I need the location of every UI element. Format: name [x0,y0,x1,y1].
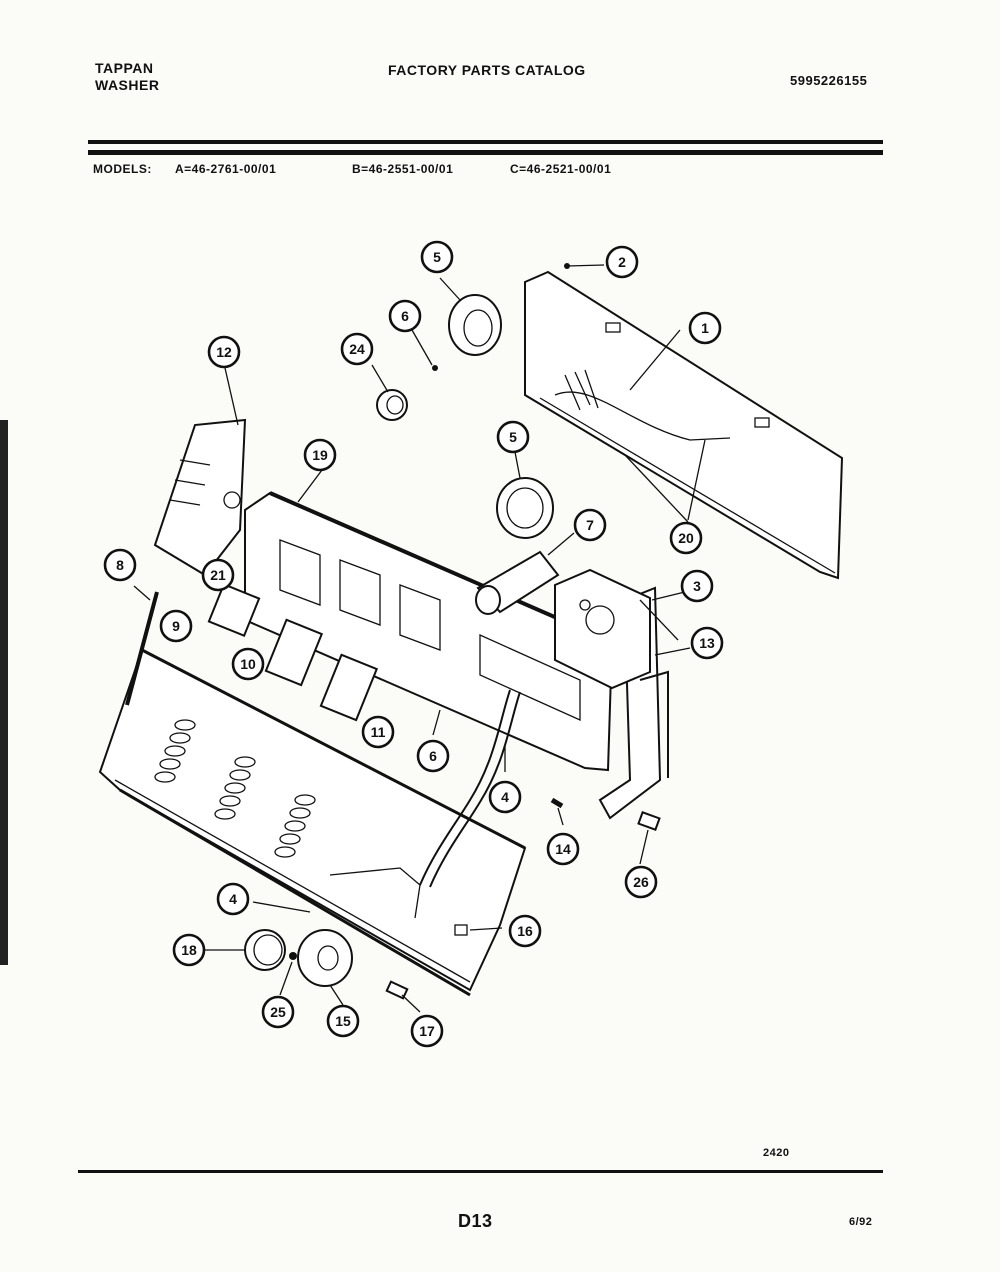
svg-text:17: 17 [419,1023,435,1039]
hose-4 [419,689,521,888]
callout-19: 19 [303,438,337,472]
header-rule-thin [88,140,883,144]
small-parts [385,797,661,1000]
callout-4-right: 4 [488,780,522,814]
lid-switch-bracket [153,418,247,577]
svg-text:14: 14 [555,841,571,857]
callout-9: 9 [159,609,193,643]
leader-lines [133,264,706,1013]
timer [554,568,651,690]
rotary-switches [207,583,379,722]
callout-15: 15 [326,1004,360,1038]
callout-20: 20 [669,521,703,555]
svg-text:2: 2 [618,254,626,270]
catalog-title: FACTORY PARTS CATALOG [388,62,586,78]
callout-4-left: 4 [216,882,250,916]
svg-text:25: 25 [270,1004,286,1020]
svg-text:6: 6 [401,308,409,324]
svg-text:5: 5 [433,249,441,265]
svg-text:8: 8 [116,557,124,573]
callout-25: 25 [261,995,295,1029]
svg-text:26: 26 [633,874,649,890]
callout-6-upper: 6 [388,299,422,333]
svg-text:11: 11 [371,724,386,740]
callout-5-upper: 5 [420,240,454,274]
selector-ring [496,477,554,539]
svg-text:21: 21 [210,567,226,583]
callout-8: 8 [103,548,137,582]
model-c: C=46-2521-00/01 [510,162,612,176]
svg-text:15: 15 [335,1013,351,1029]
svg-text:4: 4 [229,891,237,907]
screw-8 [125,591,159,706]
footer-rule [78,1170,883,1173]
brand-name: TAPPAN [95,60,154,76]
svg-text:12: 12 [216,344,232,360]
header-rule-thick [88,150,883,155]
back-panel [524,263,844,580]
front-console [98,648,527,997]
callout-3: 3 [680,569,714,603]
callout-17: 17 [410,1014,444,1048]
svg-text:10: 10 [240,656,256,672]
scan-edge-mark [0,420,8,965]
svg-text:18: 18 [181,942,197,958]
callout-14: 14 [546,832,580,866]
switch-7 [475,550,560,615]
callout-12: 12 [207,335,241,369]
catalog-part-number: 5995226155 [790,73,868,88]
callout-16: 16 [508,914,542,948]
figure-reference: 2420 [763,1147,790,1159]
callout-7: 7 [573,508,607,542]
callout-13: 13 [690,626,724,660]
callout-24: 24 [340,332,374,366]
svg-text:19: 19 [312,447,328,463]
upper-knob-assembly [376,294,502,421]
brand-block: TAPPAN WASHER [95,60,159,94]
model-a: A=46-2761-00/01 [175,162,277,176]
callout-1: 1 [688,311,722,345]
svg-text:24: 24 [349,341,365,357]
callout-18: 18 [172,933,206,967]
button-bank-1 [154,719,196,783]
svg-text:13: 13 [699,635,715,651]
svg-text:9: 9 [172,618,180,634]
svg-text:4: 4 [501,789,509,805]
callout-26: 26 [624,865,658,899]
button-bank-3 [274,794,316,858]
svg-text:5: 5 [509,429,517,445]
dial-knobs [244,929,353,987]
models-label: MODELS: [93,162,152,176]
issue-date: 6/92 [849,1216,873,1228]
product-type: WASHER [95,77,160,93]
page-number: D13 [458,1211,493,1231]
callout-11: 11 [361,715,395,749]
svg-text:1: 1 [701,320,709,336]
callout-10: 10 [231,647,265,681]
svg-text:6: 6 [429,748,437,764]
callout-21: 21 [201,558,235,592]
callout-2: 2 [605,245,639,279]
svg-text:7: 7 [586,517,594,533]
callout-6-lower: 6 [416,739,450,773]
model-b: B=46-2551-00/01 [352,162,454,176]
svg-text:16: 16 [517,923,533,939]
callout-5-lower: 5 [496,420,530,454]
button-bank-2 [214,756,256,820]
svg-text:3: 3 [693,578,701,594]
svg-text:20: 20 [678,530,694,546]
